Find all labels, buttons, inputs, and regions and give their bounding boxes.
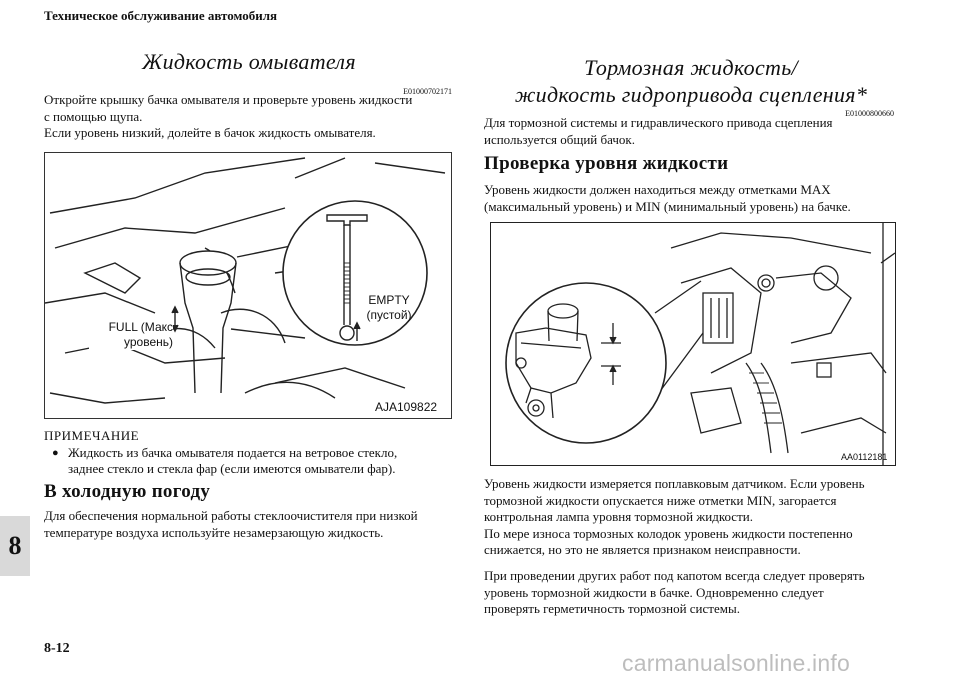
paragraph-line: По мере износа тормозных колодок уровень… xyxy=(484,525,853,541)
paragraph-line: контрольная лампа уровня тормозной жидко… xyxy=(484,509,753,524)
section-title-washer-fluid: Жидкость омывателя xyxy=(142,49,356,74)
paragraph-line: уровень тормозной жидкости в бачке. Одно… xyxy=(484,584,824,600)
paragraph-line: Если уровень низкий, долейте в бачок жид… xyxy=(44,125,376,140)
label-full: FULL (Макс уровень) xyxy=(89,320,173,350)
level-check-heading: Проверка уровня жидкости xyxy=(484,153,729,174)
paragraph-line: (максимальный уровень) и MIN (минимальны… xyxy=(484,198,851,214)
chapter-tab: 8 xyxy=(0,516,30,576)
brake-reservoir-figure: AA0112181 xyxy=(490,222,896,466)
paragraph-line: Для тормозной системы и гидравлического … xyxy=(484,115,833,130)
label-full-line2: уровень) xyxy=(123,335,173,349)
note-line: заднее стекло и стекла фар (если имеются… xyxy=(68,461,396,476)
washer-reservoir-illustration xyxy=(45,157,446,404)
watermark: carmanualsonline.info xyxy=(622,650,850,676)
level-sensor-text: Уровень жидкости измеряется поплавковым … xyxy=(484,476,898,559)
paragraph-line: проверять герметичность тормозной систем… xyxy=(484,601,740,616)
title-line: жидкость гидропривода сцепления* xyxy=(514,82,868,107)
brake-intro: Для тормозной системы и гидравлического … xyxy=(484,115,898,148)
paragraph-line: Уровень жидкости должен находиться между… xyxy=(484,182,831,197)
figure-code: AJA109822 xyxy=(375,400,438,414)
label-empty: EMPTY (пустой) xyxy=(361,293,417,323)
section-code: E01000702171 xyxy=(403,87,452,96)
page-number: 8-12 xyxy=(44,641,70,656)
paragraph-line: тормозной жидкости опускается ниже отмет… xyxy=(484,492,837,508)
left-column: Жидкость омывателя E01000702171 Откройте… xyxy=(44,32,454,632)
right-column: Тормозная жидкость/ жидкость гидропривод… xyxy=(484,32,898,632)
paragraph-line: Уровень жидкости измеряется поплавковым … xyxy=(484,476,865,491)
label-empty-line2: (пустой) xyxy=(366,308,412,322)
paragraph-line: температуре воздуха используйте незамерз… xyxy=(44,524,384,540)
running-header: Техническое обслуживание автомобиля xyxy=(44,8,278,23)
paragraph-line: Откройте крышку бачка омывателя и провер… xyxy=(44,92,413,107)
level-check-text: Уровень жидкости должен находиться между… xyxy=(484,182,898,215)
bullet-icon: ● xyxy=(52,446,59,459)
paragraph-line: При проведении других работ под капотом … xyxy=(484,568,865,583)
note-item: ● Жидкость из бачка омывателя подается н… xyxy=(44,445,454,478)
inspection-text: При проведении других работ под капотом … xyxy=(484,568,898,618)
cold-weather-heading: В холодную погоду xyxy=(44,481,211,502)
label-full-line1: FULL (Макс xyxy=(108,320,173,334)
note-heading: ПРИМЕЧАНИЕ xyxy=(44,428,140,443)
label-empty-line1: EMPTY xyxy=(368,293,410,307)
note-line: Жидкость из бачка омывателя подается на … xyxy=(68,444,398,460)
section-code: E01000800660 xyxy=(845,109,894,118)
paragraph-line: Для обеспечения нормальной работы стекло… xyxy=(44,508,418,523)
paragraph-line: используется общий бачок. xyxy=(484,131,635,147)
cold-weather-text: Для обеспечения нормальной работы стекло… xyxy=(44,508,454,541)
figure-code: AA0112181 xyxy=(841,452,888,462)
paragraph-line: с помощью щупа. xyxy=(44,108,143,124)
note: ПРИМЕЧАНИЕ ● Жидкость из бачка омывателя… xyxy=(44,428,454,478)
brake-reservoir-illustration xyxy=(505,223,895,465)
washer-instructions: Откройте крышку бачка омывателя и провер… xyxy=(44,92,454,142)
paragraph-line: снижается, но это не является признаком … xyxy=(484,542,801,557)
title-line: Тормозная жидкость/ xyxy=(584,55,798,80)
section-title-brake-fluid: Тормозная жидкость/ жидкость гидропривод… xyxy=(484,54,898,108)
note-text: Жидкость из бачка омывателя подается на … xyxy=(68,445,397,478)
washer-reservoir-figure: FULL (Макс уровень) EMPTY (пустой) AJA10… xyxy=(44,152,452,419)
